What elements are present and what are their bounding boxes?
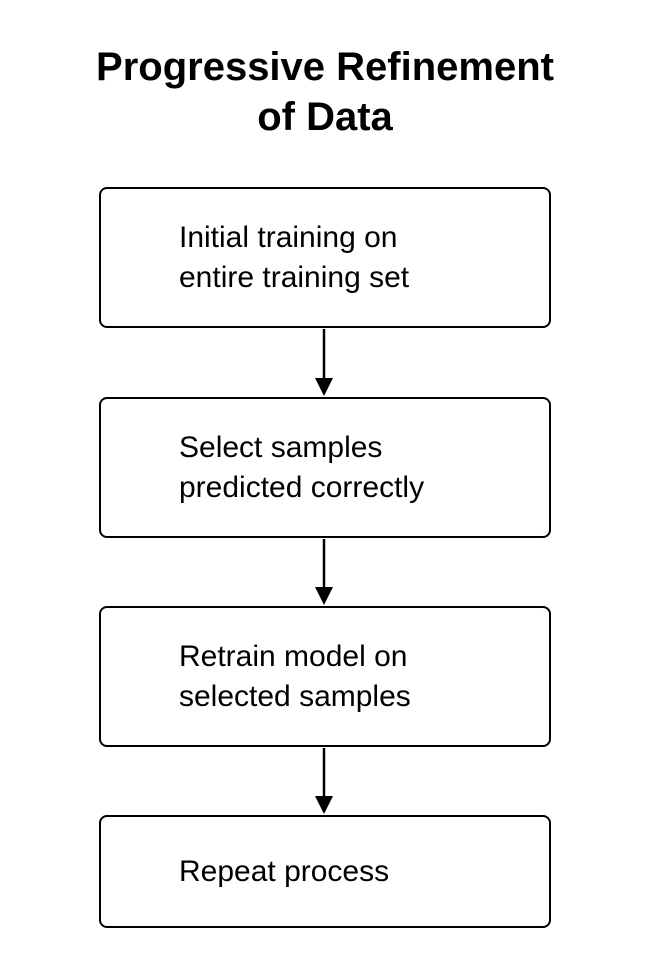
step-repeat-process-line-1: Repeat process [179, 854, 390, 888]
diagram-title: Progressive Refinement of Data [0, 42, 650, 142]
step-select-samples: Select samples predicted correctly [99, 397, 551, 538]
step-select-samples-line-2: predicted correctly [179, 470, 425, 504]
arrow-step2-to-step3 [315, 539, 333, 605]
arrow-step1-to-step2 [315, 329, 333, 396]
arrow-step3-to-step4 [315, 748, 333, 814]
diagram-title-line-1: Progressive Refinement [96, 45, 554, 89]
step-select-samples-line-1: Select samples [179, 430, 383, 464]
step-initial-training-line-1: Initial training on [179, 220, 398, 254]
step-initial-training: Initial training on entire training set [99, 187, 551, 328]
diagram-title-line-2: of Data [257, 95, 393, 139]
step-initial-training-line-2: entire training set [179, 260, 410, 294]
step-retrain-model-line-1: Retrain model on [179, 639, 408, 673]
step-retrain-model-line-2: selected samples [179, 679, 411, 713]
step-repeat-process: Repeat process [99, 815, 551, 928]
step-retrain-model: Retrain model on selected samples [99, 606, 551, 747]
